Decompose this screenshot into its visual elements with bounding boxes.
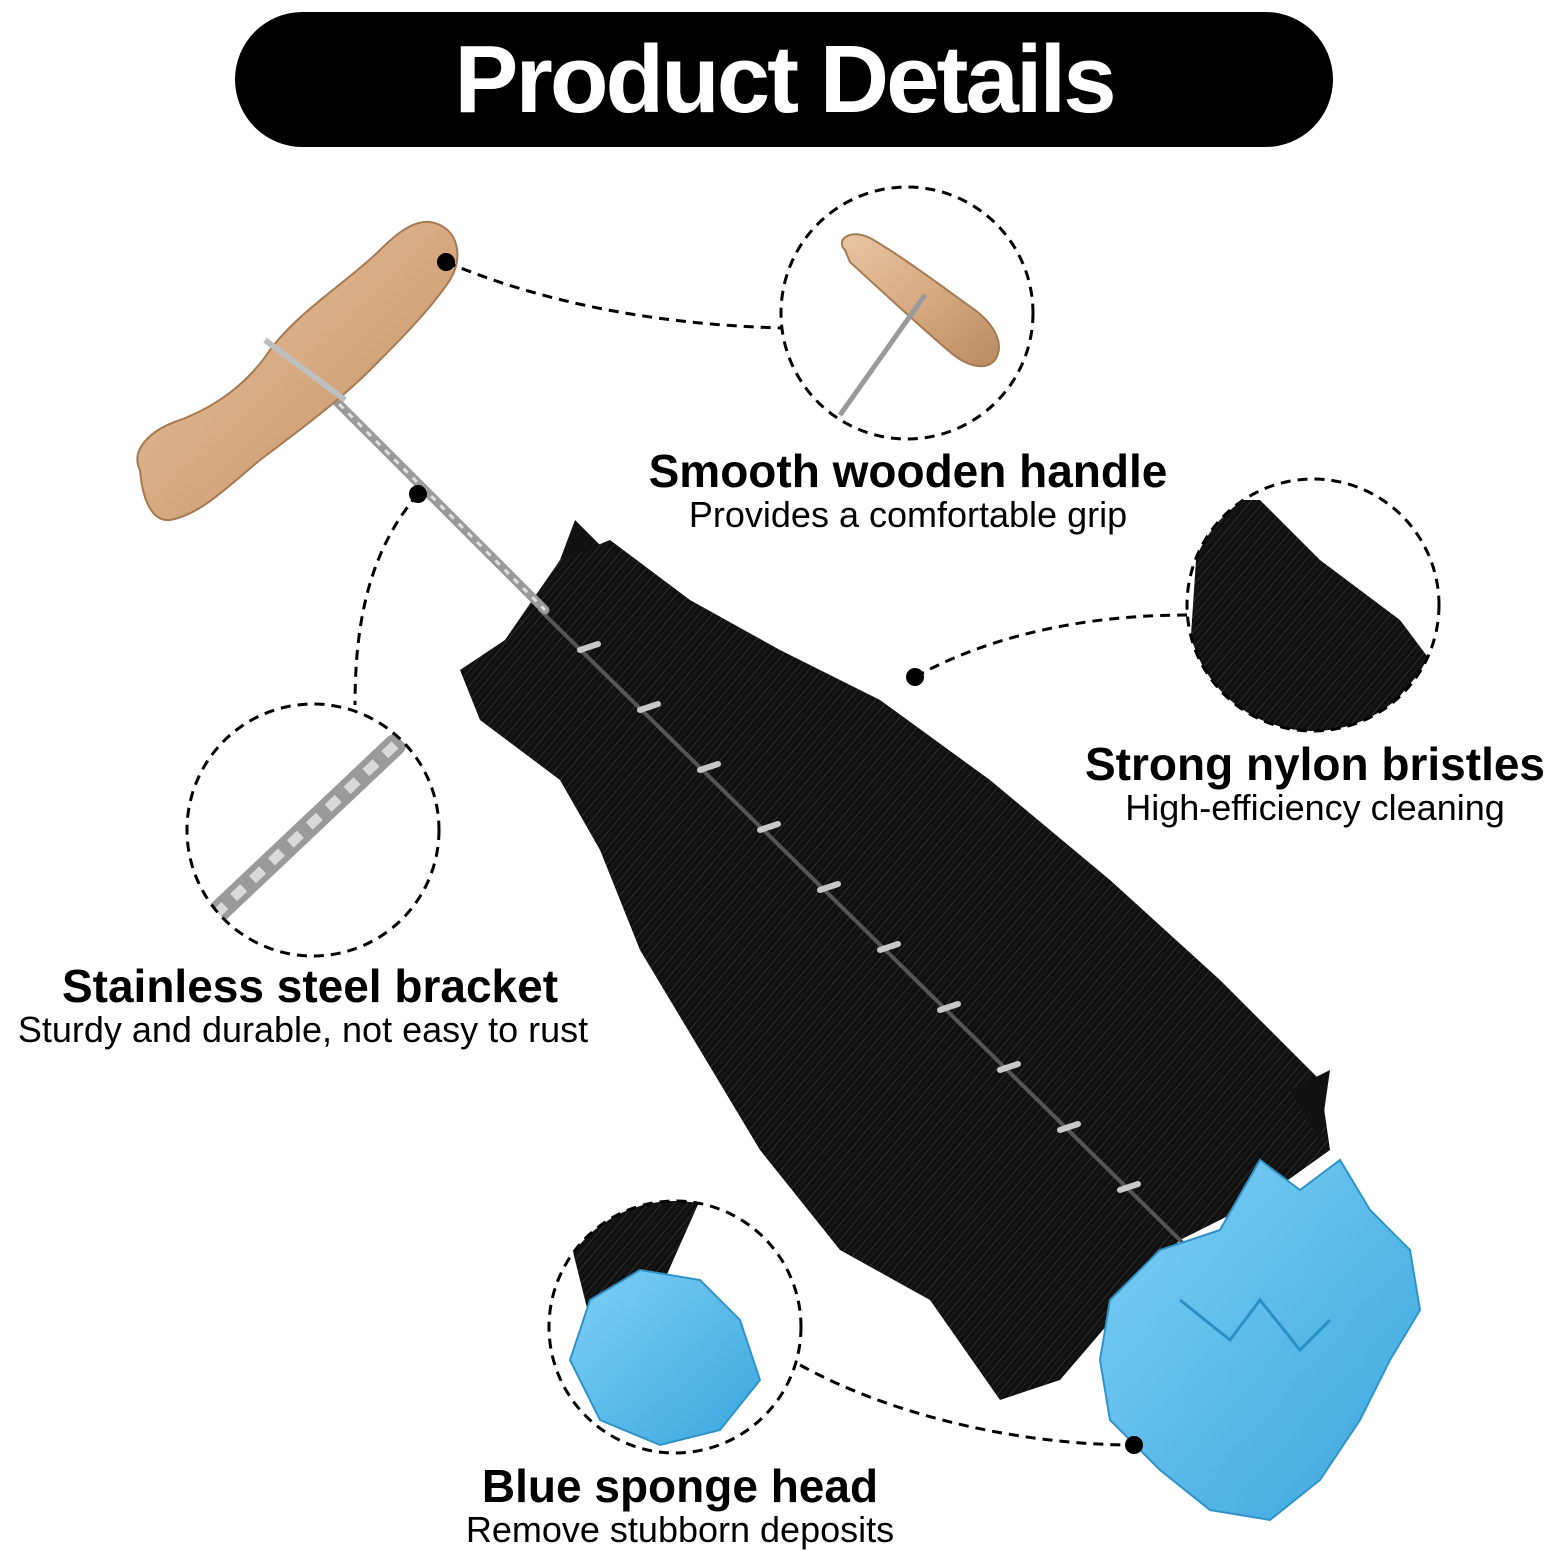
- brush-wire: [538, 608, 1192, 1252]
- steel-stem: [325, 390, 550, 615]
- callout-wooden-handle: Smooth wooden handle Provides a comforta…: [608, 447, 1208, 535]
- callout-heading: Blue sponge head: [481, 1460, 879, 1512]
- callout-heading: Stainless steel bracket: [61, 960, 559, 1012]
- wooden-handle: [136, 220, 459, 522]
- callout-text: Remove stubborn deposits: [465, 1509, 895, 1551]
- page-title: Product Details: [454, 25, 1116, 133]
- callout-sponge-head: Blue sponge head Remove stubborn deposit…: [420, 1462, 940, 1550]
- detail-circle-bristles: [1185, 477, 1441, 733]
- brush-bristles: [460, 520, 1330, 1400]
- callout-text: High-efficiency cleaning: [1125, 787, 1505, 829]
- callout-text: Sturdy and durable, not easy to rust: [17, 1009, 589, 1051]
- title-banner: Product Details: [235, 12, 1333, 147]
- callout-nylon-bristles: Strong nylon bristles High-efficiency cl…: [1050, 740, 1568, 828]
- callout-heading: Smooth wooden handle: [648, 445, 1168, 497]
- callout-text: Provides a comfortable grip: [688, 494, 1128, 536]
- detail-circle-sponge: [547, 1199, 803, 1455]
- detail-circle-steel: [185, 702, 441, 958]
- detail-circle-handle: [779, 185, 1035, 441]
- leader-lines: [353, 260, 1188, 1447]
- leader-dots: [409, 253, 1143, 1454]
- callout-steel-bracket: Stainless steel bracket Sturdy and durab…: [0, 962, 620, 1050]
- callout-heading: Strong nylon bristles: [1084, 738, 1546, 790]
- blue-sponge-head: [1098, 1158, 1422, 1522]
